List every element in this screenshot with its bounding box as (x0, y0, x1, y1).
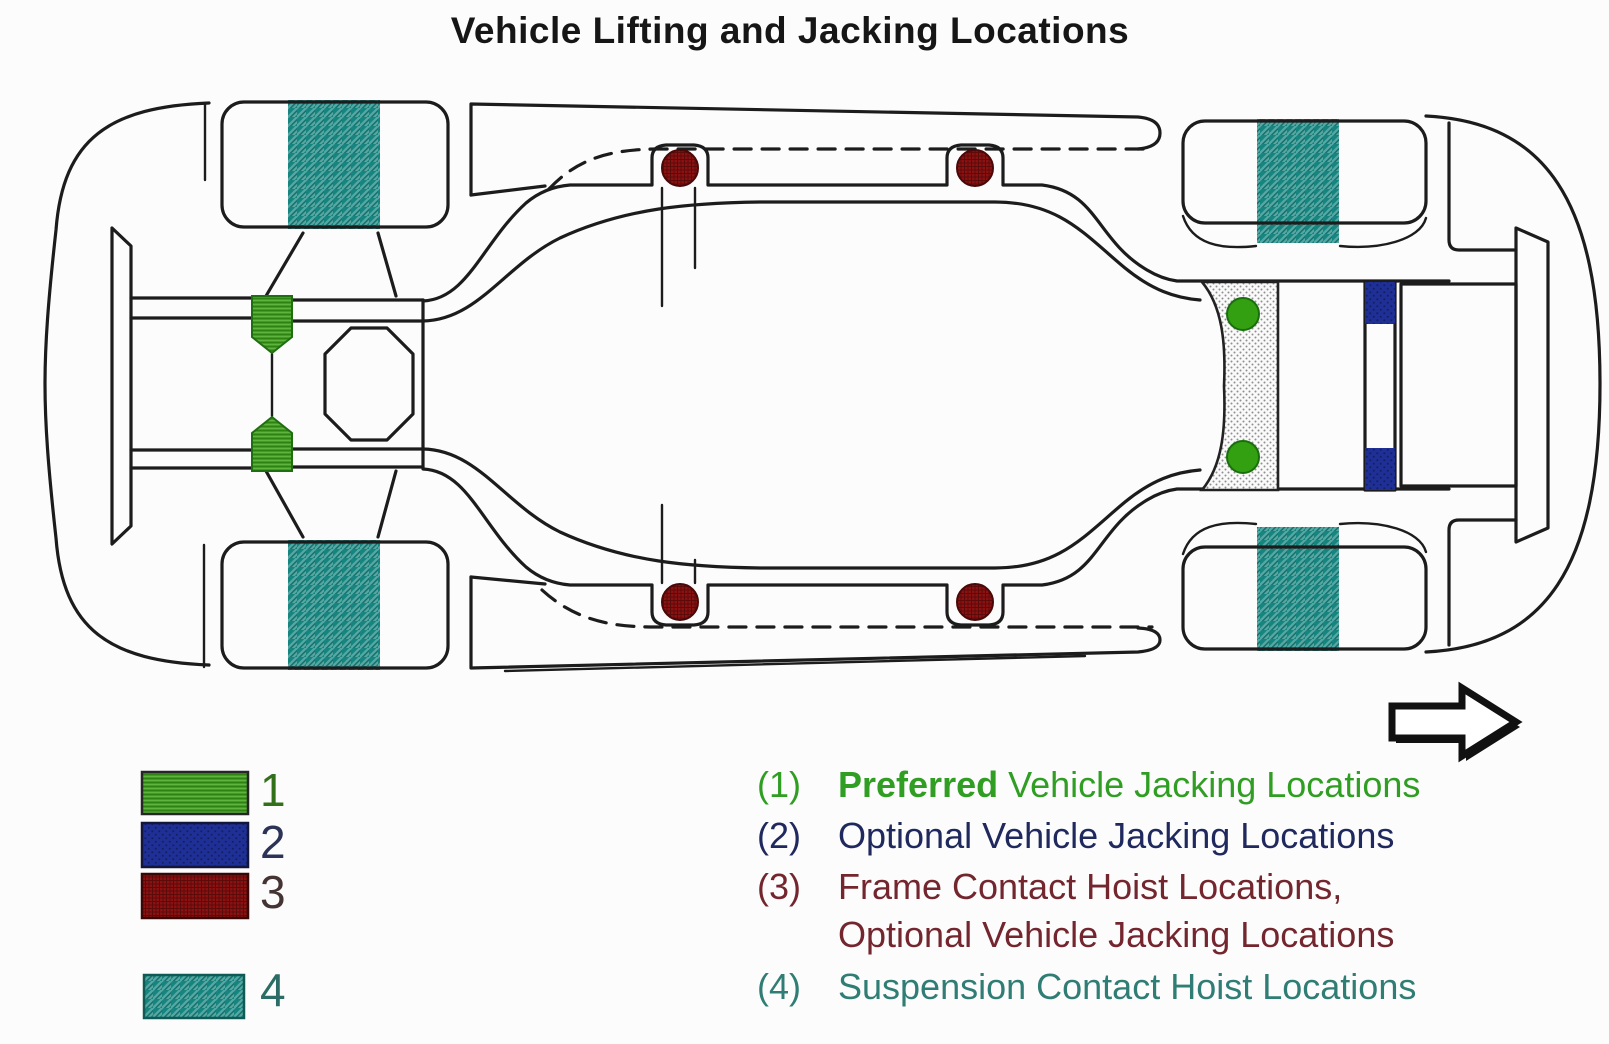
frame-hoist-marker-bottom-left (661, 583, 699, 621)
legend-swatch-number-3: 3 (260, 866, 286, 918)
suspension-contact-bands (288, 100, 1339, 670)
legend-swatch-number-1: 1 (260, 764, 286, 816)
bottom-rocker-inner-line (421, 467, 1451, 627)
rear-top-wheel-arch-right (1338, 216, 1428, 249)
legend-item-2-text: Optional Vehicle Jacking Locations (838, 815, 1395, 856)
preferred-jack-marker-rear-top (1226, 297, 1260, 331)
rear-jack-stipple-band (1199, 280, 1280, 492)
front-top-wheel (220, 100, 450, 229)
legend-swatches (140, 770, 250, 1020)
preferred-jack-marker-front-bottom (251, 415, 293, 472)
trunk-floor-panel (1399, 282, 1518, 488)
legend-item-3-text: Frame Contact Hoist Locations, (838, 866, 1343, 907)
suspension-arm-lines (264, 231, 398, 539)
rear-top-wheel (1181, 119, 1428, 225)
legend-swatch-number-4: 4 (260, 964, 286, 1016)
front-bottom-wheel (220, 540, 450, 670)
bottom-rocker-panel (469, 575, 1162, 670)
radiator-support-member (110, 226, 133, 546)
optional-jack-marker-rear-top (1365, 282, 1395, 324)
legend-item-4-text: Suspension Contact Hoist Locations (838, 966, 1417, 1007)
legend-item-1-number: (1) (757, 764, 801, 805)
transmission-tunnel-octagon (323, 326, 415, 442)
rear-inner-bottom (1447, 518, 1518, 647)
legend-item-2-number: (2) (757, 815, 801, 856)
top-rocker-inner-line (421, 143, 1451, 303)
legend-swatch-1 (140, 770, 250, 816)
rear-inner-top (1447, 121, 1518, 252)
wheels (220, 100, 1428, 670)
legend-item-3-line-2: Optional Vehicle Jacking Locations (757, 914, 1394, 956)
rear-body-frame (1199, 114, 1602, 654)
legend-item-3-line-1: (3) Frame Contact Hoist Locations, (757, 866, 1342, 908)
legend-swatch-number-2: 2 (260, 816, 286, 868)
legend-swatch-4 (142, 973, 246, 1020)
legend-item-4: (4) Suspension Contact Hoist Locations (757, 966, 1416, 1008)
top-floor-line (421, 200, 1202, 323)
direction-arrow (1388, 681, 1523, 763)
legend-item-2: (2) Optional Vehicle Jacking Locations (757, 815, 1394, 857)
optional-jack-marker-rear-bottom (1365, 448, 1395, 490)
frame-hoist-marker-bottom-right (956, 583, 994, 621)
rear-bottom-wheel-arch-right (1338, 521, 1428, 554)
legend-item-1-bold: Preferred (838, 764, 999, 805)
rear-top-wheel-arch (1181, 214, 1258, 249)
suspension-band-front-bottom (288, 540, 380, 670)
bottom-rocker-top-left (469, 575, 547, 586)
front-body-frame (43, 101, 425, 669)
bottom-rocker-edge-line (503, 654, 1087, 673)
legend-item-3-text-2: Optional Vehicle Jacking Locations (838, 914, 1395, 955)
front-crossmember-bars (129, 296, 254, 470)
legend-swatch-3 (140, 872, 250, 920)
suspension-band-front-top (288, 100, 380, 229)
rocker-panels (421, 102, 1451, 673)
page-title: Vehicle Lifting and Jacking Locations (450, 10, 1130, 51)
bottom-centerline-dashed (540, 588, 1154, 629)
top-exhaust-lines (660, 186, 697, 308)
legend-item-4-number: (4) (757, 966, 801, 1007)
legend-swatch-2 (140, 821, 250, 869)
top-rocker-bottom-left (469, 184, 547, 197)
legend-item-3-number: (3) (757, 866, 801, 907)
rear-bottom-wheel (1181, 545, 1428, 651)
legend-item-1-text: Vehicle Jacking Locations (998, 764, 1421, 805)
jacking-markers (251, 149, 1260, 621)
legend-item-1: (1) Preferred Vehicle Jacking Locations (757, 764, 1420, 806)
frame-hoist-marker-top-left (661, 149, 699, 187)
preferred-jack-marker-front-top (251, 295, 293, 355)
top-centerline-dashed (547, 147, 1154, 191)
rear-bottom-wheel-arch (1181, 521, 1258, 556)
front-frame-rails (290, 298, 425, 469)
bottom-floor-line (421, 447, 1202, 570)
top-rocker-panel (469, 102, 1162, 197)
bottom-exhaust-lines (660, 503, 697, 585)
direction-arrow-shape (1388, 681, 1523, 763)
frame-hoist-marker-top-right (956, 149, 994, 187)
rear-bumper-outline (1424, 114, 1602, 654)
front-bumper-outline (43, 101, 211, 667)
preferred-jack-marker-rear-bottom (1226, 440, 1260, 474)
rear-bumper-beam (1514, 226, 1550, 544)
